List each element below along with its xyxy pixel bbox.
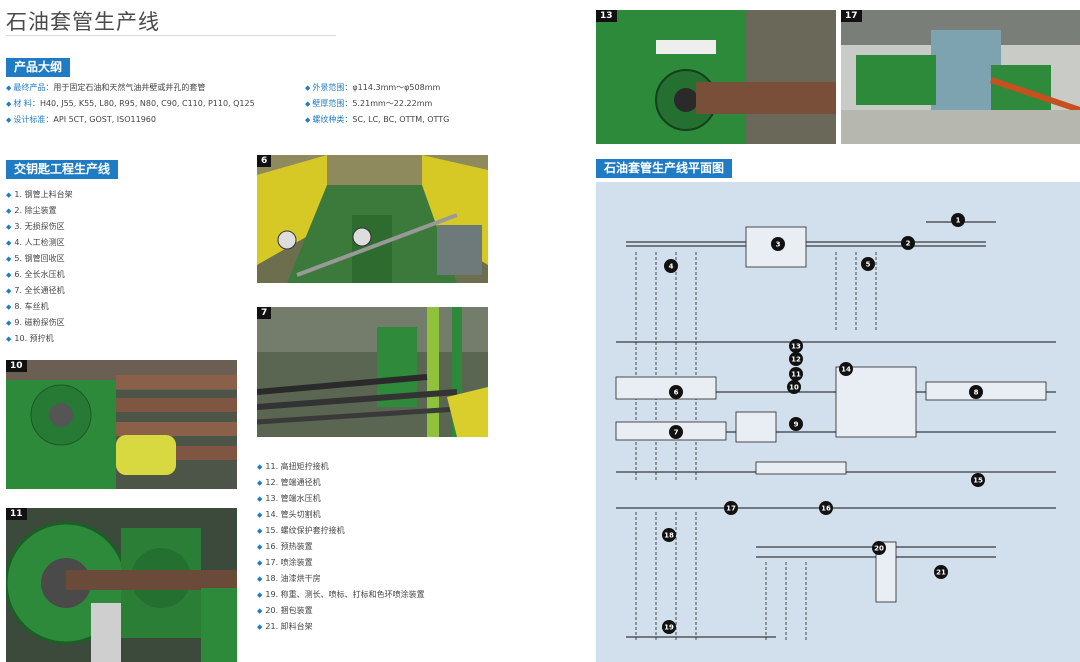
list-item: ◆21. 卸料台架 bbox=[257, 622, 313, 631]
list-item: ◆20. 捆包装置 bbox=[257, 606, 313, 615]
title-divider bbox=[6, 35, 336, 36]
svg-text:17: 17 bbox=[726, 505, 736, 513]
production-line-image bbox=[257, 155, 488, 283]
plan-heading: 石油套管生产线平面图 bbox=[596, 159, 733, 178]
spec-row: ◆外景范围：φ114.3mm～φ508mm bbox=[305, 83, 441, 92]
product-specs-left: ◆最终产品：用于固定石油和天然气油井壁或井孔的套管 ◆材 料：H40, J55,… bbox=[6, 80, 255, 128]
list-item: ◆14. 管头切割机 bbox=[257, 510, 321, 519]
list-item: ◆7. 全长通径机 bbox=[6, 286, 65, 295]
svg-text:7: 7 bbox=[674, 429, 679, 437]
svg-text:11: 11 bbox=[791, 371, 801, 379]
svg-text:8: 8 bbox=[974, 389, 979, 397]
svg-text:2: 2 bbox=[906, 240, 911, 248]
plan-marker-20: 20 bbox=[872, 541, 886, 555]
plan-marker-7: 7 bbox=[669, 425, 683, 439]
product-outline-heading: 产品大纲 bbox=[6, 58, 71, 77]
list-item: ◆8. 车丝机 bbox=[6, 302, 49, 311]
make-up-machine-image bbox=[6, 360, 237, 489]
svg-text:12: 12 bbox=[791, 356, 801, 364]
list-item: ◆16. 预热装置 bbox=[257, 542, 313, 551]
plan-marker-18: 18 bbox=[662, 528, 676, 542]
list-item: ◆5. 钢管回收区 bbox=[6, 254, 65, 263]
photo-13: 13 bbox=[596, 10, 836, 144]
spec-row: ◆材 料：H40, J55, K55, L80, R95, N80, C90, … bbox=[6, 99, 255, 108]
turnkey-heading: 交钥匙工程生产线 bbox=[6, 160, 119, 179]
plan-marker-6: 6 bbox=[669, 385, 683, 399]
photo-11: 11 bbox=[6, 508, 237, 662]
photo-17: 17 bbox=[841, 10, 1080, 144]
plan-marker-12: 12 bbox=[789, 352, 803, 366]
list-item: ◆17. 喷涂装置 bbox=[257, 558, 313, 567]
spec-row: ◆最终产品：用于固定石油和天然气油井壁或井孔的套管 bbox=[6, 83, 206, 92]
svg-text:20: 20 bbox=[874, 545, 884, 553]
photo-7: 7 bbox=[257, 307, 488, 437]
svg-text:14: 14 bbox=[841, 366, 851, 374]
turnkey-list-b: ◆11. 高扭矩拧接机 ◆12. 管端通径机 ◆13. 管端水压机 ◆14. 管… bbox=[257, 459, 425, 635]
plan-marker-15: 15 bbox=[971, 473, 985, 487]
svg-text:13: 13 bbox=[791, 343, 801, 351]
plan-marker-5: 5 bbox=[861, 257, 875, 271]
pipe-testing-image bbox=[257, 307, 488, 437]
plan-marker-13: 13 bbox=[789, 339, 803, 353]
svg-text:3: 3 bbox=[776, 241, 781, 249]
plan-marker-17: 17 bbox=[724, 501, 738, 515]
plan-marker-2: 2 bbox=[901, 236, 915, 250]
photo-10: 10 bbox=[6, 360, 237, 489]
list-item: ◆10. 预拧机 bbox=[6, 334, 54, 343]
svg-text:5: 5 bbox=[866, 261, 871, 269]
svg-text:10: 10 bbox=[789, 384, 799, 392]
svg-text:6: 6 bbox=[674, 389, 679, 397]
spec-row: ◆螺纹种类：SC, LC, BC, OTTM, OTTG bbox=[305, 115, 450, 124]
diamond-bullet-icon: ◆ bbox=[305, 100, 311, 108]
hydro-tester-image bbox=[596, 10, 836, 144]
plan-marker-14: 14 bbox=[839, 362, 853, 376]
plan-marker-9: 9 bbox=[789, 417, 803, 431]
plan-marker-1: 1 bbox=[951, 213, 965, 227]
list-item: ◆4. 人工检测区 bbox=[6, 238, 65, 247]
svg-text:19: 19 bbox=[664, 624, 674, 632]
list-item: ◆18. 油漆烘干房 bbox=[257, 574, 321, 583]
list-item: ◆13. 管端水压机 bbox=[257, 494, 321, 503]
list-item: ◆15. 螺纹保护套拧接机 bbox=[257, 526, 345, 535]
svg-text:4: 4 bbox=[669, 263, 674, 271]
list-item: ◆12. 管端通径机 bbox=[257, 478, 321, 487]
plan-marker-8: 8 bbox=[969, 385, 983, 399]
high-torque-machine-image bbox=[6, 508, 237, 662]
product-specs-right: ◆外景范围：φ114.3mm～φ508mm ◆壁厚范围：5.21mm～22.22… bbox=[305, 80, 449, 128]
plan-marker-10: 10 bbox=[787, 380, 801, 394]
spec-row: ◆设计标准：API 5CT, GOST, ISO11960 bbox=[6, 115, 156, 124]
page-title: 石油套管生产线 bbox=[6, 10, 160, 34]
list-item: ◆1. 钢管上料台架 bbox=[6, 190, 73, 199]
photo-6: 6 bbox=[257, 155, 488, 283]
diamond-bullet-icon: ◆ bbox=[6, 84, 12, 92]
svg-text:21: 21 bbox=[936, 569, 946, 577]
diamond-bullet-icon: ◆ bbox=[305, 116, 311, 124]
list-item: ◆9. 磁粉探伤区 bbox=[6, 318, 65, 327]
list-item: ◆19. 称重、测长、喷标、打标和色环喷涂装置 bbox=[257, 590, 425, 599]
plan-marker-3: 3 bbox=[771, 237, 785, 251]
list-item: ◆6. 全长水压机 bbox=[6, 270, 65, 279]
svg-text:1: 1 bbox=[956, 217, 961, 225]
svg-text:18: 18 bbox=[664, 532, 674, 540]
plan-marker-21: 21 bbox=[934, 565, 948, 579]
svg-text:16: 16 bbox=[821, 505, 831, 513]
coating-line-image bbox=[841, 10, 1080, 144]
svg-text:9: 9 bbox=[794, 421, 799, 429]
list-item: ◆11. 高扭矩拧接机 bbox=[257, 462, 329, 471]
plan-marker-16: 16 bbox=[819, 501, 833, 515]
turnkey-list-a: ◆1. 钢管上料台架 ◆2. 除尘装置 ◆3. 无损探伤区 ◆4. 人工检测区 … bbox=[6, 187, 73, 347]
list-item: ◆3. 无损探伤区 bbox=[6, 222, 65, 231]
plan-marker-4: 4 bbox=[664, 259, 678, 273]
plan-marker-11: 11 bbox=[789, 367, 803, 381]
diamond-bullet-icon: ◆ bbox=[6, 100, 12, 108]
list-item: ◆2. 除尘装置 bbox=[6, 206, 57, 215]
plan-marker-19: 19 bbox=[662, 620, 676, 634]
diamond-bullet-icon: ◆ bbox=[6, 116, 12, 124]
diamond-bullet-icon: ◆ bbox=[305, 84, 311, 92]
spec-row: ◆壁厚范围：5.21mm～22.22mm bbox=[305, 99, 433, 108]
svg-text:15: 15 bbox=[973, 477, 983, 485]
